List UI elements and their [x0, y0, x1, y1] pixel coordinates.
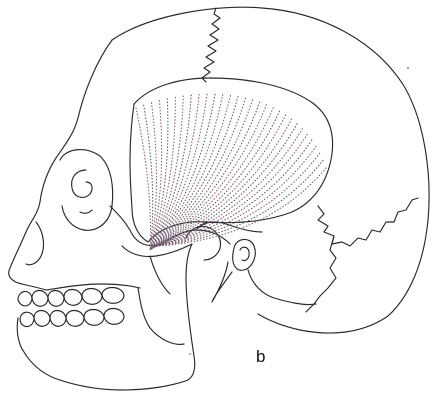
muscle-fiber — [154, 115, 286, 247]
lower-tooth — [66, 311, 84, 327]
nasal-aperture — [26, 222, 43, 265]
speckle-dot — [407, 67, 409, 69]
speckle-dot — [189, 353, 191, 355]
external-acoustic-meatus — [233, 239, 256, 270]
styloid-process — [212, 262, 232, 302]
muscle-fiber — [156, 153, 320, 246]
upper-tooth — [18, 291, 32, 306]
muscle-fiber — [155, 146, 316, 246]
temporal-line — [130, 78, 333, 242]
upper-tooth — [32, 291, 48, 307]
muscle-fibers — [136, 94, 326, 250]
upper-teeth — [18, 288, 124, 307]
mandible-outline — [17, 244, 195, 390]
lower-teeth — [20, 309, 124, 327]
upper-tooth — [64, 290, 82, 306]
coronoid-process — [150, 256, 170, 294]
temporalis-muscle — [130, 78, 333, 250]
frontal-profile — [9, 40, 112, 290]
lower-tooth — [104, 309, 124, 325]
lower-tooth — [50, 311, 66, 327]
upper-tooth — [102, 288, 124, 304]
panel-label: b — [256, 347, 265, 366]
muscle-fiber — [150, 103, 156, 250]
speckle-marks — [189, 67, 409, 355]
orbit-outline — [60, 150, 113, 231]
lower-tooth — [84, 310, 104, 326]
coronal-suture — [202, 8, 220, 82]
cranial-vault-outline — [112, 7, 429, 333]
orbit-rim-fold — [80, 210, 92, 213]
lower-tooth — [20, 312, 34, 326]
meatus-inner — [240, 247, 249, 260]
upper-tooth — [82, 289, 102, 305]
mandibular-ramus — [138, 288, 184, 344]
muscle-fiber — [144, 105, 153, 250]
mastoid-process — [248, 270, 316, 305]
muscle-fiber — [152, 95, 222, 249]
muscle-fiber — [136, 108, 150, 250]
upper-tooth — [48, 291, 64, 307]
muscle-fiber — [151, 99, 168, 250]
muscle-fiber — [155, 124, 298, 247]
lower-tooth — [34, 311, 50, 327]
lacrimal-curl — [72, 170, 92, 197]
occipitomastoid-suture — [306, 236, 336, 312]
